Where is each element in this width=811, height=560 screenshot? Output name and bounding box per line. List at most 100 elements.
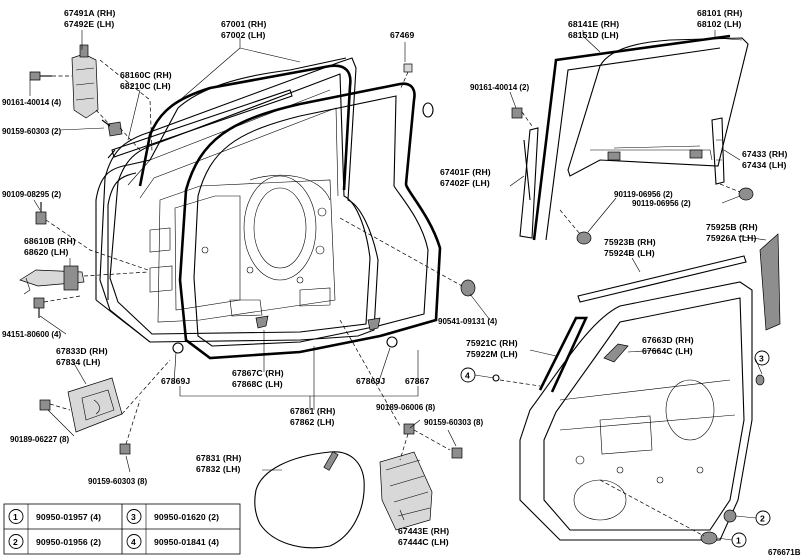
label-68151d: 68151D (LH) <box>568 30 619 40</box>
label-67663d: 67663D (RH) <box>642 335 694 345</box>
group-brackets <box>179 386 419 410</box>
label-75925b: 75925B (RH) <box>706 222 758 232</box>
label-67861: 67861 (RH) <box>290 406 335 416</box>
label-67867: 67867 <box>405 376 430 386</box>
label-67443e: 67443E (RH) <box>398 526 449 536</box>
label-67834: 67834 (LH) <box>56 357 101 367</box>
label-67868c: 67868C (LH) <box>232 379 283 389</box>
service-hole-cover <box>254 451 365 549</box>
svg-text:90950-01841 (4): 90950-01841 (4) <box>154 537 219 547</box>
fastener-legend: 1 90950-01957 (4) 3 90950-01620 (2) 2 90… <box>3 503 241 555</box>
door-glass <box>567 37 749 177</box>
fastener-clip-3 <box>755 374 765 386</box>
label-75926a: 75926A (LH) <box>706 233 756 243</box>
label-67492e: 67492E (LH) <box>64 19 114 29</box>
bolt-90119-left <box>576 231 592 245</box>
inner-door-panel-right <box>519 281 753 541</box>
label-68610b: 68610B (RH) <box>24 236 76 246</box>
legend-row-4: 4 90950-01841 (4) <box>126 534 219 549</box>
label-75924b: 75924B (LH) <box>604 248 655 258</box>
label-68141e: 68141E (RH) <box>568 19 619 29</box>
svg-text:3: 3 <box>131 512 136 522</box>
label-90159-mid: 90159-60303 (8) <box>424 418 483 427</box>
stopper-90541 <box>460 279 476 297</box>
label-68210c: 68210C (LH) <box>120 81 171 91</box>
label-68160c: 68160C (RH) <box>120 70 172 80</box>
label-90161-left: 90161-40014 (4) <box>2 98 61 107</box>
door-hinge <box>71 44 99 119</box>
label-90541: 90541-09131 (4) <box>438 317 497 326</box>
label-67001: 67001 (RH) <box>221 19 266 29</box>
svg-text:2: 2 <box>760 514 765 524</box>
label-67444c: 67444C (LH) <box>398 537 449 547</box>
label-67002: 67002 (LH) <box>221 30 266 40</box>
callout-marker-2: 2 <box>755 510 771 526</box>
inside-handle-bezel <box>67 377 123 433</box>
svg-text:1: 1 <box>736 536 741 546</box>
svg-text:1: 1 <box>13 512 18 522</box>
glass-run-channel <box>107 64 352 191</box>
label-90189-left: 90189-06227 (8) <box>10 435 69 444</box>
label-67832: 67832 (LH) <box>196 464 241 474</box>
label-67434: 67434 (LH) <box>742 160 787 170</box>
bracket-67663d <box>603 343 629 363</box>
pillar-garnish-75925b <box>759 233 781 331</box>
door-check <box>19 265 85 295</box>
clip-67469 <box>403 63 413 73</box>
legend-row-2: 2 90950-01956 (2) <box>8 534 101 549</box>
label-67833d: 67833D (RH) <box>56 346 108 356</box>
clip-67867c <box>255 315 269 329</box>
fastener-grommet <box>723 509 737 523</box>
label-67433: 67433 (RH) <box>742 149 787 159</box>
window-frame-67401f <box>519 127 539 239</box>
glass-channel-68141e <box>532 34 731 241</box>
label-67491a: 67491A (RH) <box>64 8 115 18</box>
plug-67869j-right <box>386 336 398 348</box>
callout-markers: 3 4 2 1 <box>460 350 771 548</box>
label-67402f: 67402F (LH) <box>440 178 490 188</box>
svg-text:4: 4 <box>465 371 470 381</box>
bolt-90161-left <box>29 71 52 81</box>
leader-lines <box>29 30 767 521</box>
fastener-plug <box>700 531 718 545</box>
label-75923b: 75923B (RH) <box>604 237 656 247</box>
label-90189-mid: 90189-06006 (8) <box>376 403 435 412</box>
bolt-94151 <box>33 297 45 318</box>
svg-text:3: 3 <box>759 354 764 364</box>
label-90159-lower-left: 90159-60303 (8) <box>88 477 147 486</box>
diagram-id: 676671B <box>768 548 801 557</box>
label-67862: 67862 (LH) <box>290 417 335 427</box>
belt-moulding-75923b <box>577 255 747 303</box>
svg-text:4: 4 <box>131 537 136 547</box>
label-67664c: 67664C (LH) <box>642 346 693 356</box>
door-weatherstrip <box>178 82 442 360</box>
stopper-upper <box>422 102 434 118</box>
label-90119-left: 90119-06956 (2) <box>614 190 673 199</box>
svg-text:90950-01956 (2): 90950-01956 (2) <box>36 537 101 547</box>
label-90109: 90109-08295 (2) <box>2 190 61 199</box>
screw-90189-left <box>39 399 51 411</box>
plug-67869j-left <box>172 342 184 354</box>
speaker-bracket <box>379 451 433 531</box>
screw-90161-right <box>511 107 523 119</box>
label-68101: 68101 (RH) <box>697 8 742 18</box>
label-90161-right: 90161-40014 (2) <box>470 83 529 92</box>
label-67469: 67469 <box>390 30 415 40</box>
label-90119-right: 90119-06956 (2) <box>632 199 691 208</box>
bolt-90159-upper <box>101 119 123 137</box>
screw-90189-mid <box>403 423 415 435</box>
label-67401f: 67401F (RH) <box>440 167 491 177</box>
bolt-90159-lower-left <box>119 443 131 455</box>
bolt-90119-right <box>738 187 754 201</box>
bolt-90159-lower-mid <box>451 447 463 459</box>
svg-text:2: 2 <box>13 537 18 547</box>
rear-channel-67433 <box>711 117 725 185</box>
door-outer-frame <box>95 57 347 343</box>
label-75921c: 75921C (RH) <box>466 338 518 348</box>
door-shell-outline <box>99 57 379 343</box>
part-labels: 67491A (RH) 67492E (LH) 67001 (RH) 67002… <box>2 8 801 557</box>
label-67869j-right: 67869J <box>356 376 385 386</box>
svg-text:90950-01957 (4): 90950-01957 (4) <box>36 512 101 522</box>
legend-row-3: 3 90950-01620 (2) <box>126 509 219 524</box>
